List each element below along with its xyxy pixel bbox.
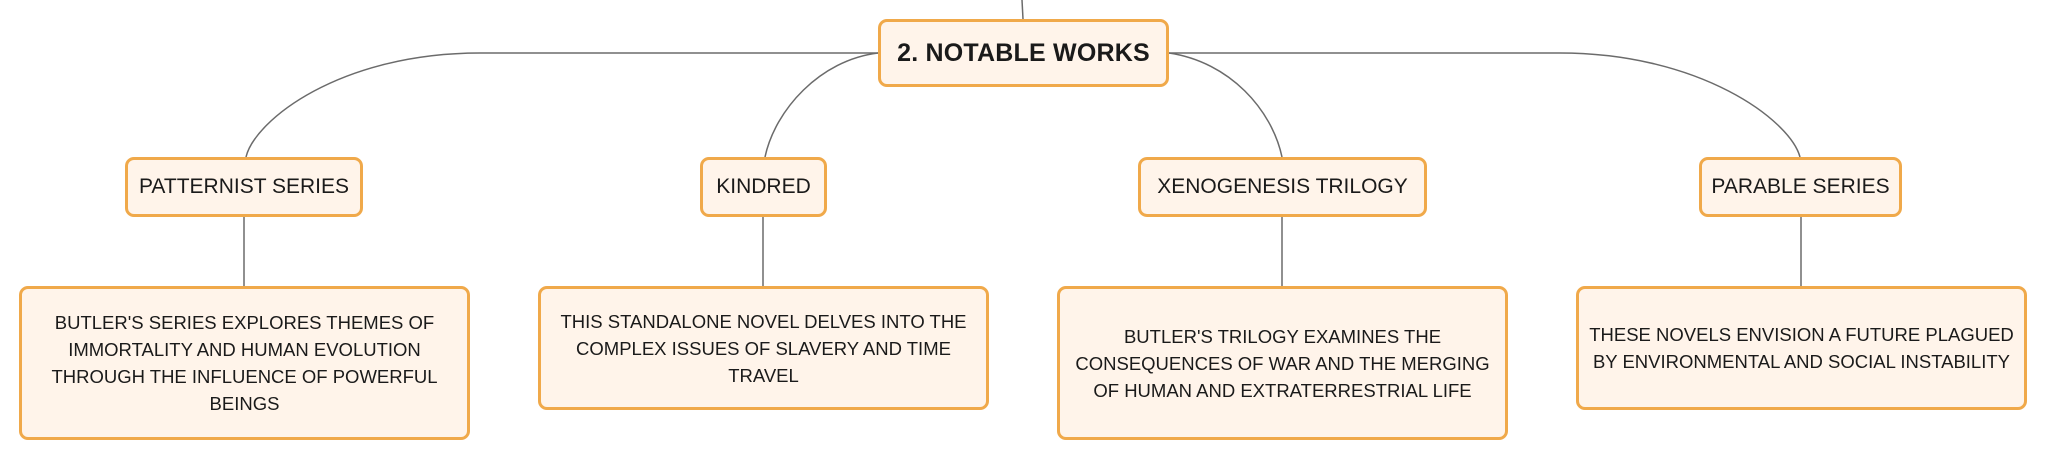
parent-connector — [1021, 0, 1024, 20]
connector-root-to-xenogenesis — [1168, 52, 1283, 158]
leaf-node-text: THESE NOVELS ENVISION A FUTURE PLAGUED B… — [1589, 324, 2014, 372]
branch-node-label: XENOGENESIS TRILOGY — [1157, 175, 1408, 198]
root-node-notable-works[interactable]: 2. NOTABLE WORKS — [878, 19, 1169, 87]
leaf-node-text: THIS STANDALONE NOVEL DELVES INTO THE CO… — [560, 310, 967, 386]
leaf-node-xenogenesis-description[interactable]: BUTLER'S TRILOGY EXAMINES THE CONSEQUENC… — [1057, 286, 1508, 440]
branch-node-label: KINDRED — [716, 175, 811, 198]
connector-root-to-kindred — [764, 52, 879, 158]
root-node-label: 2. NOTABLE WORKS — [897, 38, 1150, 67]
leaf-node-kindred-description[interactable]: THIS STANDALONE NOVEL DELVES INTO THE CO… — [538, 286, 989, 410]
branch-node-label: PATTERNIST SERIES — [138, 175, 350, 198]
branch-node-patternist-series[interactable]: PATTERNIST SERIES — [125, 157, 363, 217]
branch-node-label: PARABLE SERIES — [1711, 175, 1890, 198]
leaf-node-text: BUTLER'S SERIES EXPLORES THEMES OF IMMOR… — [51, 312, 438, 414]
connector-root-to-patternist — [245, 52, 878, 158]
leaf-node-parable-description[interactable]: THESE NOVELS ENVISION A FUTURE PLAGUED B… — [1576, 286, 2027, 410]
connector-root-to-parable — [1169, 52, 1801, 158]
leaf-node-text: BUTLER'S TRILOGY EXAMINES THE CONSEQUENC… — [1075, 325, 1490, 401]
branch-node-parable-series[interactable]: PARABLE SERIES — [1699, 157, 1902, 217]
leaf-node-patternist-description[interactable]: BUTLER'S SERIES EXPLORES THEMES OF IMMOR… — [19, 286, 470, 440]
branch-node-xenogenesis-trilogy[interactable]: XENOGENESIS TRILOGY — [1138, 157, 1427, 217]
branch-node-kindred[interactable]: KINDRED — [700, 157, 827, 217]
